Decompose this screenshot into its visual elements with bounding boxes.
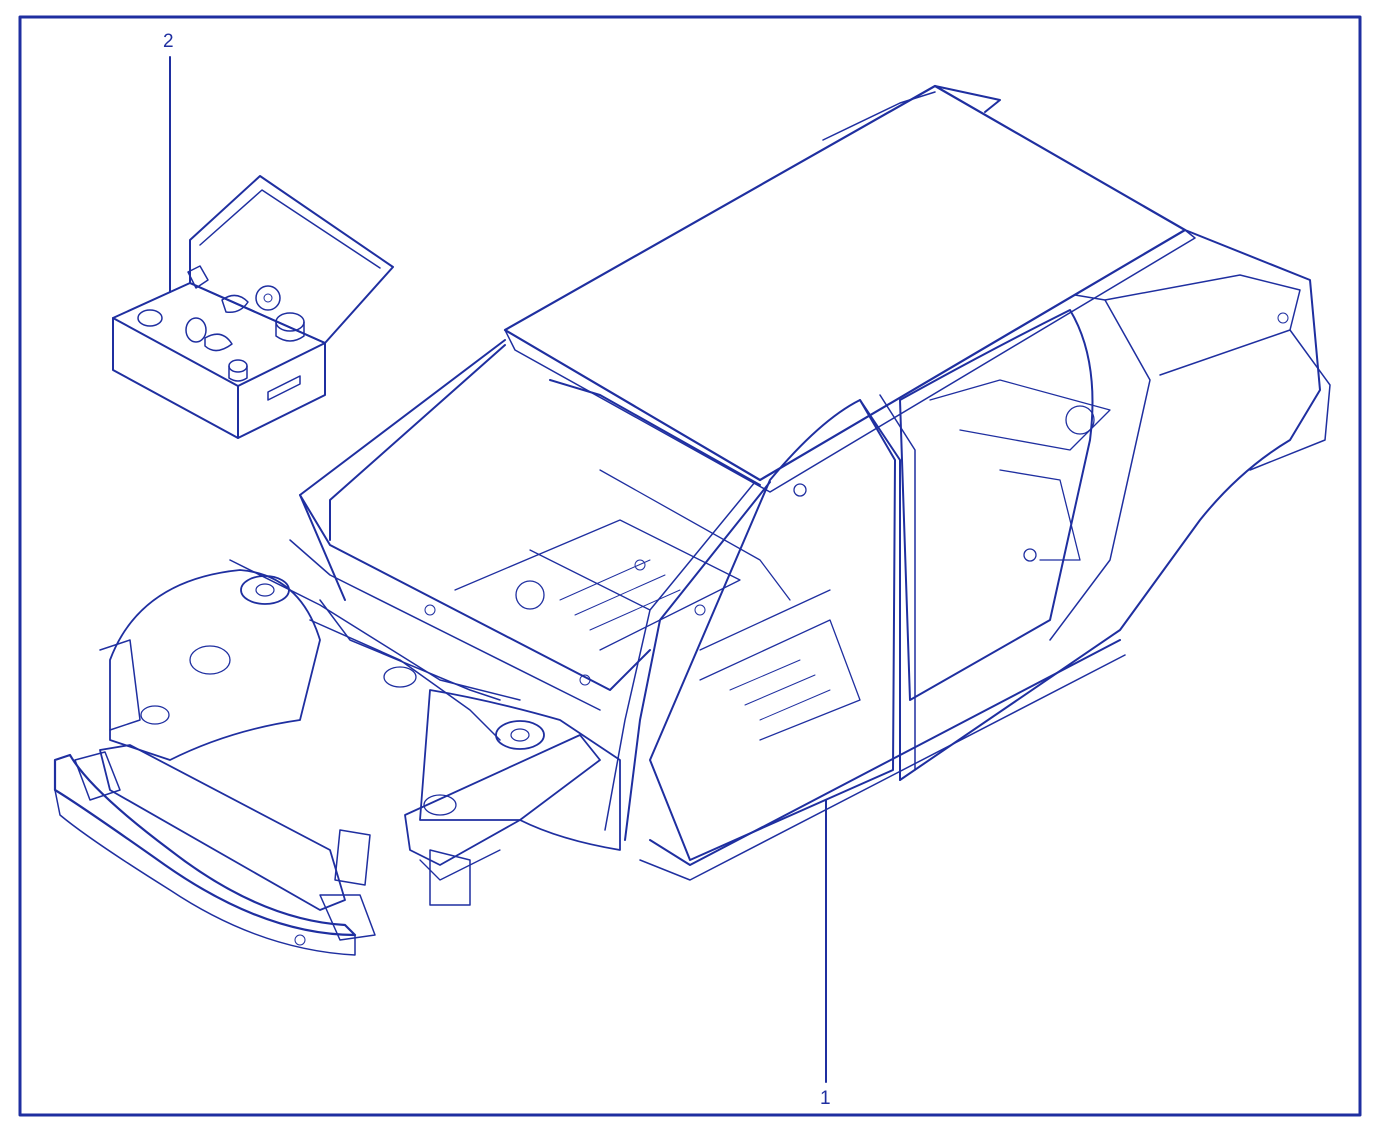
floor-tunnel — [599, 469, 791, 601]
front-wheelhouse-right — [419, 689, 621, 851]
front-wheelhouse-left-hole — [189, 645, 231, 675]
rear-quarter-inner — [1049, 294, 1151, 641]
box-part-clip — [137, 309, 163, 327]
engine-bay-apron-left — [229, 559, 521, 701]
engine-bay-apron-right — [309, 619, 501, 741]
rear-floor-rib-a — [729, 659, 801, 691]
front-floor-rib-a — [559, 559, 651, 601]
box-part-washer-a-inner — [263, 293, 273, 303]
floor-pan-rear — [699, 619, 861, 741]
crash-box-left — [74, 751, 121, 801]
rear-quarter-panel — [899, 229, 1321, 781]
windshield-frame-right — [549, 379, 761, 486]
box-lid-fold — [199, 189, 381, 269]
b-pillar — [859, 399, 901, 781]
strut-tower-right-inner — [510, 728, 530, 742]
rear-wheelhouse — [999, 469, 1081, 561]
roof-spoiler — [934, 85, 1001, 113]
firewall-hole — [383, 666, 417, 688]
b-pillar-inner — [879, 394, 916, 771]
parts-box[interactable] — [112, 175, 394, 439]
floor-drain-hole-c — [793, 483, 807, 497]
diagram-border — [18, 15, 1362, 1117]
cowl-panel — [299, 494, 651, 691]
body-hole-b — [579, 674, 591, 686]
roof-rail — [822, 91, 936, 141]
floor-crossmember-a — [529, 549, 651, 611]
box-part-bracket — [187, 265, 209, 289]
rear-seat-pan — [929, 379, 1111, 451]
tail-panel — [1249, 329, 1331, 471]
crash-box-right — [319, 894, 376, 941]
subframe-bracket-left — [334, 829, 371, 886]
strut-tower-right — [495, 720, 545, 750]
box-lid — [189, 175, 394, 344]
strut-tower-left — [240, 575, 290, 605]
callout-1-label: 1 — [820, 1088, 831, 1109]
windshield-frame-left — [299, 339, 506, 601]
a-pillar-right — [624, 481, 771, 841]
rear-floor-rib-b — [744, 674, 816, 706]
rear-floor-rib-c — [759, 689, 831, 721]
front-bumper-beam — [53, 753, 357, 937]
floor-drain-hole-a — [515, 580, 545, 610]
cowl-panel-lower — [289, 539, 601, 711]
side-sill — [649, 639, 1121, 866]
radiator-support — [99, 639, 141, 731]
a-pillar-right-inner — [604, 481, 756, 831]
body-hole-c — [634, 559, 646, 571]
front-wheelhouse-left-lower-hole — [140, 705, 170, 725]
box-part-ring — [204, 333, 233, 352]
tailgate-opening — [1104, 274, 1301, 376]
box-front-face — [112, 317, 239, 439]
body-hole-f — [294, 934, 306, 946]
rear-door-opening — [899, 309, 1094, 701]
front-bumper-beam-lower — [54, 789, 356, 956]
body-hole-e — [1277, 312, 1289, 324]
front-wheelhouse-left — [109, 569, 321, 761]
box-part-plug-body — [228, 365, 248, 382]
floor-pan-front — [454, 519, 741, 651]
strut-tower-left-inner — [255, 583, 275, 597]
side-sill-lower — [639, 654, 1126, 881]
front-wheelhouse-right-hole — [423, 794, 457, 816]
front-rail-right — [404, 734, 601, 866]
a-pillar-left — [329, 344, 506, 541]
front-floor-rib-b — [574, 574, 666, 616]
body-hole-a — [424, 604, 436, 616]
front-floor-rib-c — [589, 589, 681, 631]
body-hole-d — [694, 604, 706, 616]
box-part-plug — [228, 359, 248, 373]
box-part-cap-body — [275, 321, 305, 342]
roof-edge-thickness — [504, 229, 1196, 493]
floor-drain-hole-d — [1023, 548, 1037, 562]
floor-drain-hole-b — [1065, 405, 1095, 435]
firewall — [319, 599, 501, 701]
box-part-bolt — [221, 294, 249, 314]
box-label-slot — [267, 375, 301, 401]
floor-crossmember-b — [699, 589, 831, 651]
roof-panel — [503, 84, 1187, 482]
front-rail-right-lower — [419, 849, 501, 881]
box-part-washer-a — [255, 285, 281, 311]
box-right-face — [237, 342, 326, 439]
front-door-opening — [649, 399, 896, 861]
body-in-white[interactable] — [53, 84, 1331, 956]
subframe-bracket-right — [429, 849, 471, 906]
callout-2-label: 2 — [163, 31, 174, 52]
front-rail-left — [99, 744, 346, 911]
box-part-grommet — [185, 317, 207, 343]
